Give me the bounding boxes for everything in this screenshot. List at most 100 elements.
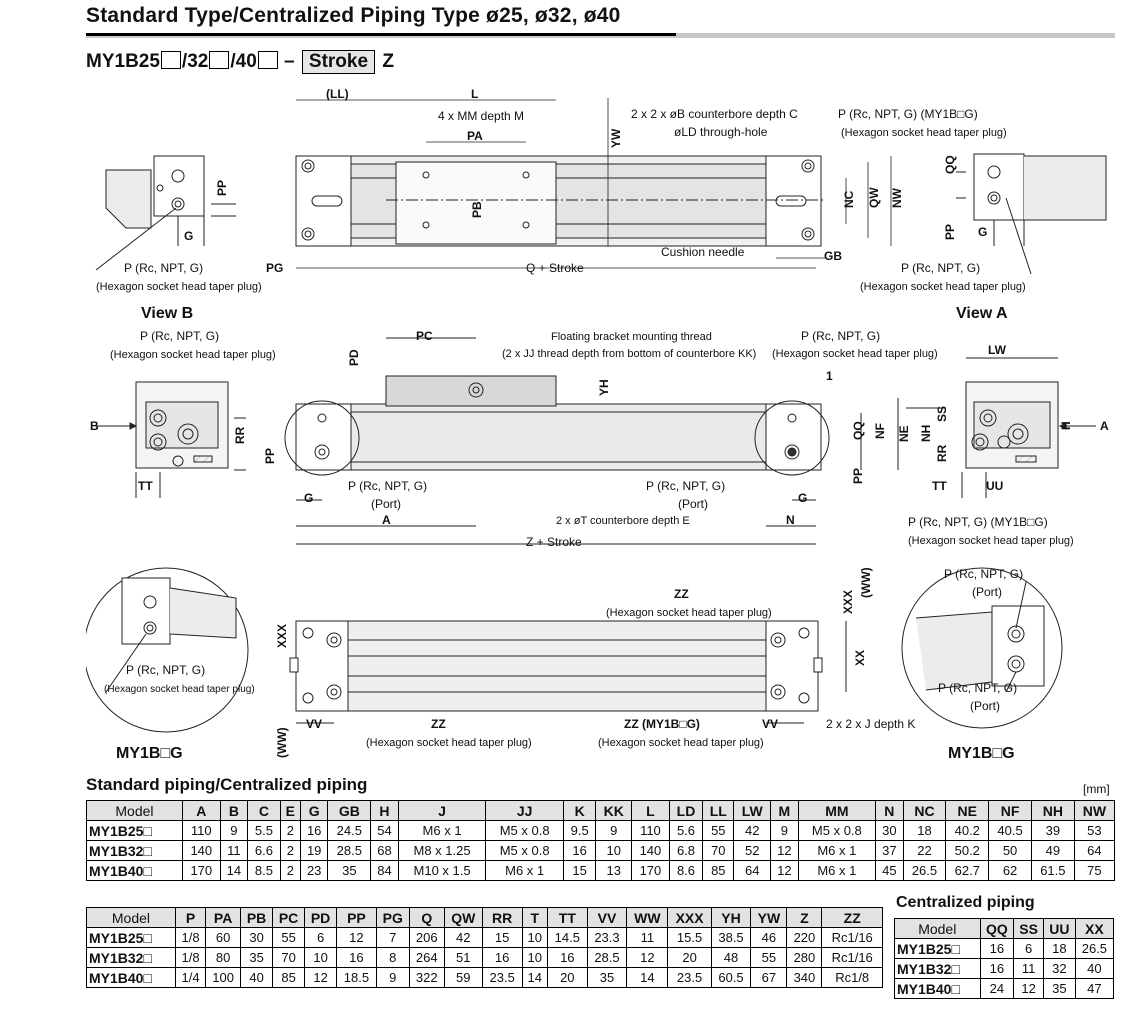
front-port-left: (Port) — [371, 497, 401, 511]
column-header: G — [299, 800, 329, 821]
column-header: SS — [1013, 918, 1045, 939]
value-cell: 9 — [219, 820, 249, 841]
value-cell: 100 — [205, 967, 242, 988]
dim-mm: 4 x MM depth M — [438, 109, 524, 123]
value-cell: 14 — [521, 967, 548, 988]
value-cell: 40 — [1074, 958, 1115, 979]
value-cell: 8 — [375, 947, 410, 968]
column-header: GB — [327, 800, 372, 821]
model-cell: MY1B40□ — [894, 978, 981, 999]
model-suffix: Z — [382, 51, 394, 72]
column-header: LW — [733, 800, 772, 821]
value-cell: 50.2 — [945, 840, 990, 861]
cushion-needle: Cushion needle — [661, 245, 745, 259]
value-cell: 75 — [1073, 860, 1116, 881]
value-cell: 10 — [521, 947, 548, 968]
column-header: N — [875, 800, 904, 821]
front-pp: PP — [263, 448, 277, 464]
value-cell: 1/4 — [174, 967, 207, 988]
value-cell: 50 — [988, 840, 1032, 861]
column-header: H — [370, 800, 399, 821]
value-cell: M10 x 1.5 — [397, 860, 487, 881]
view-a-hex: (Hexagon socket head taper plug) — [860, 281, 1026, 293]
dim-pd: PD — [347, 349, 361, 366]
front-qq: QQ — [851, 421, 865, 440]
bottom-vv-right: VV — [762, 717, 778, 731]
value-cell: 10 — [304, 947, 338, 968]
value-cell: 70 — [272, 947, 306, 968]
view-a-top — [956, 153, 1107, 275]
dim-l: L — [471, 87, 478, 101]
side-right-h: H — [1059, 421, 1073, 430]
detail-right-label: MY1B□G — [948, 745, 1015, 762]
value-cell: 220 — [786, 927, 823, 948]
value-cell: 23.3 — [586, 927, 628, 948]
option-box — [160, 51, 181, 69]
view-b-hex: (Hexagon socket head taper plug) — [96, 281, 262, 293]
value-cell: 10 — [521, 927, 548, 948]
value-cell: 18 — [902, 820, 947, 841]
bottom-zz-left-hex: (Hexagon socket head taper plug) — [366, 737, 532, 749]
value-cell: 264 — [408, 947, 445, 968]
value-cell: 14.5 — [546, 927, 588, 948]
value-cell: 35 — [586, 967, 628, 988]
value-cell: 12 — [304, 967, 338, 988]
column-header: RR — [481, 907, 523, 928]
t-counterbore-note: 2 x øT counterbore depth E — [556, 515, 690, 527]
model-mid2: /40 — [230, 51, 257, 72]
p-port-g-top: P (Rc, NPT, G) (MY1B□G) — [838, 107, 978, 121]
value-cell: 52 — [733, 840, 772, 861]
value-cell: 26.5 — [902, 860, 947, 881]
bottom-zz-left: ZZ — [431, 717, 446, 731]
column-header: WW — [626, 907, 669, 928]
value-cell: 67 — [750, 967, 788, 988]
hex-plug-top-right: (Hexagon socket head taper plug) — [841, 127, 1007, 139]
column-header: PG — [375, 907, 410, 928]
dim-n: N — [786, 513, 795, 527]
dim-a: A — [382, 513, 391, 527]
value-cell: 85 — [272, 967, 306, 988]
front-p-left: P (Rc, NPT, G) — [348, 479, 427, 493]
value-cell: 16 — [979, 938, 1015, 959]
dim-nc: NC — [842, 190, 856, 208]
value-cell: 110 — [181, 820, 221, 841]
value-cell: 9 — [375, 967, 410, 988]
value-cell: 26.5 — [1074, 938, 1115, 959]
table3-title: Centralized piping — [896, 894, 1035, 911]
bottom-xxx-left: XXX — [275, 624, 289, 648]
side-left-p: P (Rc, NPT, G) — [140, 329, 219, 343]
value-cell: 20 — [667, 947, 712, 968]
value-cell: 13 — [595, 860, 633, 881]
value-cell: M6 x 1 — [797, 860, 877, 881]
arrow-b: B — [90, 419, 99, 433]
value-cell: 340 — [786, 967, 823, 988]
value-cell: 64 — [1073, 840, 1116, 861]
value-cell: 30 — [875, 820, 904, 841]
value-cell: 15 — [562, 860, 597, 881]
value-cell: 322 — [408, 967, 445, 988]
side-right-hex: (Hexagon socket head taper plug) — [908, 535, 1074, 547]
column-header: JJ — [485, 800, 564, 821]
model-prefix: MY1B25 — [86, 51, 160, 72]
dim-qw: QW — [867, 187, 881, 208]
top-view — [295, 155, 826, 247]
column-header: NE — [945, 800, 990, 821]
model-code: MY1B25/32/40 – Stroke Z — [86, 50, 394, 74]
view-b-pp: PP — [215, 180, 229, 196]
value-cell: 2 — [279, 820, 301, 841]
value-cell: 51 — [443, 947, 483, 968]
value-cell: 53 — [1073, 820, 1116, 841]
value-cell: 16 — [979, 958, 1015, 979]
front-p-right: P (Rc, NPT, G) — [646, 479, 725, 493]
value-cell: 64 — [733, 860, 772, 881]
value-cell: 6.6 — [247, 840, 281, 861]
value-cell: 55 — [702, 820, 735, 841]
value-cell: 48 — [710, 947, 752, 968]
column-header: YW — [750, 907, 788, 928]
value-cell: M5 x 0.8 — [485, 820, 564, 841]
column-header: T — [521, 907, 548, 928]
